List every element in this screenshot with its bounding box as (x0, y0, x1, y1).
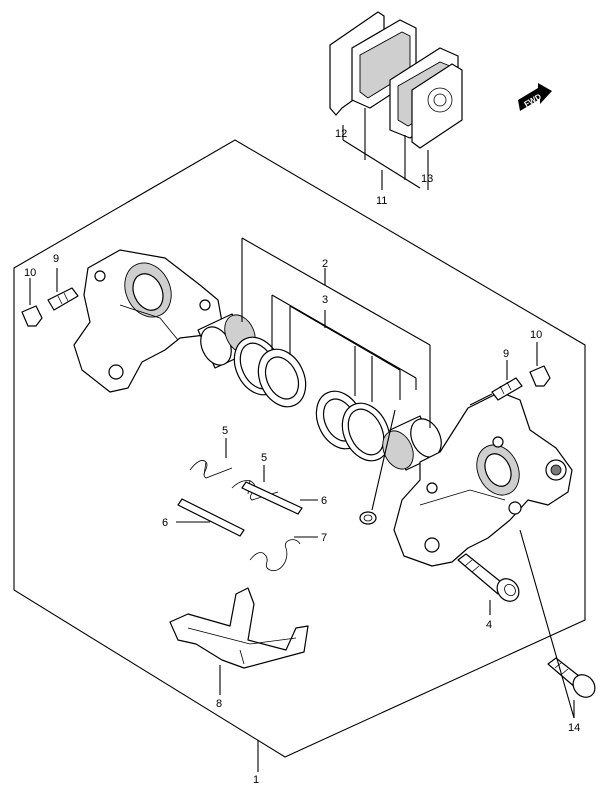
callout-9a: 9 (53, 253, 59, 265)
callout-6a: 6 (162, 517, 168, 529)
callout-7: 7 (321, 532, 327, 544)
mounting-bolt (547, 657, 596, 698)
callout-5b: 5 (261, 452, 267, 464)
callout-10a: 10 (24, 267, 36, 279)
forward-marker: FWD (518, 83, 552, 111)
callout-2: 2 (322, 258, 328, 270)
callout-3: 3 (322, 294, 328, 306)
piston-right (382, 415, 442, 471)
bleeder-cap-right (529, 365, 551, 387)
callout-14: 14 (568, 722, 580, 734)
callout-4: 4 (486, 619, 492, 631)
callouts: 1 2 3 4 5 5 6 6 7 8 9 9 10 10 11 12 13 1… (24, 128, 580, 786)
callout-9b: 9 (503, 348, 509, 360)
bleeder-cap-left (21, 305, 43, 327)
callout-5a: 5 (222, 425, 228, 437)
pad-spring-clip (249, 539, 301, 572)
assembly-frame (13, 139, 586, 758)
bleeder-valve-right (491, 377, 523, 401)
caliper-half-right (393, 391, 573, 567)
callout-12: 12 (335, 128, 347, 140)
forward-arrow-icon (518, 83, 552, 111)
caliper-half-left (73, 249, 223, 393)
pad-support-plate (169, 587, 309, 669)
callout-1: 1 (253, 774, 259, 786)
leader-lines-pistons (241, 237, 431, 511)
callout-10b: 10 (530, 329, 542, 341)
callout-6b: 6 (321, 495, 327, 507)
pad-spring-upper (189, 460, 233, 479)
callout-8: 8 (216, 698, 222, 710)
pad-pin-left (177, 498, 245, 537)
bleeder-valve-left (47, 287, 79, 311)
piston-seal-right (341, 402, 391, 462)
brake-pad-set (329, 11, 463, 190)
dust-seal-left (257, 348, 307, 408)
callout-11: 11 (376, 195, 387, 207)
callout-13: 13 (421, 173, 433, 185)
caliper-bolt (457, 553, 520, 602)
pad-pin-right (241, 481, 303, 515)
o-ring (359, 511, 377, 525)
piston-left (197, 313, 256, 369)
pad-shim-right (411, 63, 463, 149)
